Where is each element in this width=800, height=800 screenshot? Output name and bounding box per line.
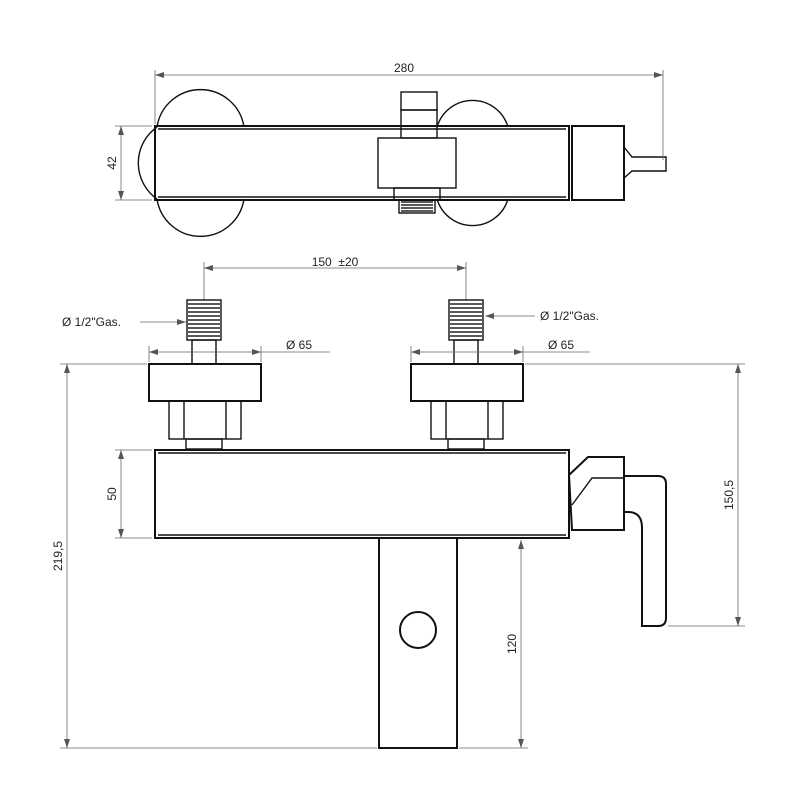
dim-body-height: 50 (105, 487, 119, 501)
dim-lever-height: 150,5 (722, 480, 736, 510)
lever-handle (567, 456, 667, 627)
front-view: 150 ±20 (51, 255, 745, 749)
top-view-left-disc (137, 88, 245, 238)
dim-spout-length: 120 (505, 634, 519, 654)
spout-diverter-knob (399, 611, 437, 649)
label-thread-right: Ø 1/2"Gas. (540, 309, 599, 323)
top-view-diverter-housing (377, 137, 457, 189)
top-view-lever-housing (571, 125, 625, 201)
left-inlet-nut (168, 400, 242, 440)
top-view-spout-thread (398, 199, 436, 214)
label-flange-left: Ø 65 (286, 338, 312, 352)
top-view: 280 42 (105, 61, 667, 238)
front-view-body (154, 449, 570, 539)
top-view-diverter-cap (400, 91, 438, 111)
top-view-lever (623, 146, 667, 179)
top-view-thread-lines (401, 201, 433, 212)
right-inlet-flange (410, 363, 524, 402)
top-view-right-disc (436, 99, 509, 227)
dim-overall-width: 280 (394, 61, 414, 75)
label-thread-left: Ø 1/2"Gas. (62, 315, 121, 329)
dim-top-height: 42 (105, 156, 119, 170)
left-inlet-stub (185, 438, 223, 450)
top-view-diverter-stem (400, 109, 438, 139)
spout (378, 537, 458, 749)
top-view-body (154, 125, 570, 201)
right-inlet (410, 299, 524, 450)
dim-total-height: 219,5 (51, 541, 65, 571)
top-view-spout-neck (393, 187, 441, 201)
right-inlet-nut (430, 400, 504, 440)
label-flange-right: Ø 65 (548, 338, 574, 352)
right-inlet-stub (447, 438, 485, 450)
left-inlet-flange (148, 363, 262, 402)
dim-inlet-spacing: 150 ±20 (312, 255, 359, 269)
